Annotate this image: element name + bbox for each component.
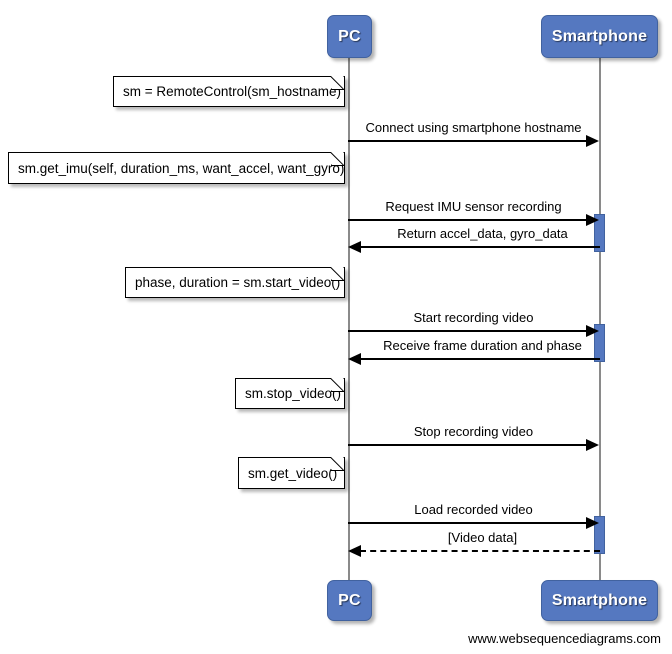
- participant-smartphone-bottom[interactable]: Smartphone: [541, 580, 658, 621]
- msg-load-video-arrowhead-icon: [586, 517, 599, 529]
- lifeline-smartphone: [599, 58, 601, 582]
- participant-smartphone-bottom-label: Smartphone: [551, 591, 648, 609]
- msg-load-video-line: [348, 522, 587, 524]
- note-start-video: phase, duration = sm.start_video(): [125, 267, 345, 298]
- msg-start-video-line: [348, 330, 587, 332]
- msg-connect-label: Connect using smartphone hostname: [365, 120, 582, 135]
- note-get-video-text: sm.get_video(): [248, 465, 338, 481]
- msg-return-imu-label: Return accel_data, gyro_data: [397, 226, 568, 241]
- msg-start-video-label: Start recording video: [413, 310, 534, 325]
- participant-pc-top[interactable]: PC: [327, 15, 372, 58]
- activation-bar-video-start: [594, 324, 605, 362]
- msg-request-imu-line: [348, 219, 587, 221]
- participant-pc-top-label: PC: [338, 27, 361, 45]
- activation-bar-imu: [594, 214, 605, 252]
- msg-return-imu-line: [360, 246, 600, 248]
- msg-load-video-label: Load recorded video: [414, 502, 533, 517]
- participant-smartphone-top[interactable]: Smartphone: [541, 15, 658, 58]
- msg-receive-frame-line: [360, 358, 600, 360]
- msg-request-imu-arrowhead-icon: [586, 214, 599, 226]
- msg-start-video-arrowhead-icon: [586, 325, 599, 337]
- participant-smartphone-top-label: Smartphone: [551, 27, 648, 45]
- lifeline-pc: [348, 58, 350, 582]
- participant-pc-bottom[interactable]: PC: [327, 580, 372, 621]
- note-fold-icon: [331, 152, 344, 166]
- msg-request-imu-label: Request IMU sensor recording: [385, 199, 562, 214]
- note-fold-icon: [331, 267, 344, 281]
- msg-receive-frame-label: Receive frame duration and phase: [383, 338, 582, 353]
- activation-bar-video-load: [594, 516, 605, 554]
- msg-video-data-arrowhead-icon: [348, 545, 361, 557]
- note-stop-video: sm.stop_video(): [235, 378, 345, 409]
- note-get-video: sm.get_video(): [238, 457, 345, 489]
- msg-video-data-line: [360, 550, 600, 552]
- msg-stop-video-arrowhead-icon: [586, 439, 599, 451]
- msg-return-imu-arrowhead-icon: [348, 241, 361, 253]
- msg-connect-arrowhead-icon: [586, 135, 599, 147]
- note-remote-control: sm = RemoteControl(sm_hostname): [113, 76, 345, 107]
- msg-stop-video-label: Stop recording video: [413, 424, 534, 439]
- note-fold-icon: [331, 76, 344, 90]
- msg-connect-line: [348, 140, 587, 142]
- note-fold-icon: [331, 378, 344, 392]
- note-remote-control-text: sm = RemoteControl(sm_hostname): [123, 84, 341, 99]
- msg-stop-video-line: [348, 444, 587, 446]
- footer-attribution: www.websequencediagrams.com: [468, 631, 661, 646]
- participant-pc-bottom-label: PC: [338, 591, 361, 609]
- note-fold-icon: [331, 457, 344, 471]
- note-stop-video-text: sm.stop_video(): [245, 386, 342, 401]
- note-get-imu-text: sm.get_imu(self, duration_ms, want_accel…: [18, 160, 345, 176]
- note-get-imu: sm.get_imu(self, duration_ms, want_accel…: [8, 152, 345, 184]
- msg-video-data-label: [Video data]: [447, 530, 518, 545]
- msg-receive-frame-arrowhead-icon: [348, 353, 361, 365]
- note-start-video-text: phase, duration = sm.start_video(): [135, 275, 341, 290]
